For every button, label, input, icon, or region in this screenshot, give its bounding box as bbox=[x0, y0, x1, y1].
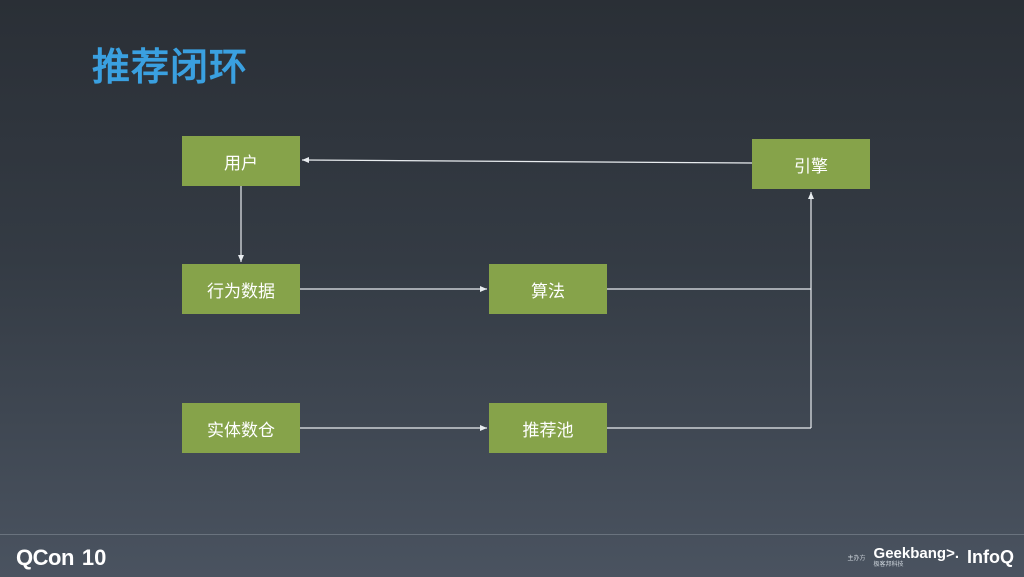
node-entity-warehouse: 实体数仓 bbox=[182, 403, 300, 453]
node-behavior-data: 行为数据 bbox=[182, 264, 300, 314]
edge-engine-to-user bbox=[301, 157, 753, 164]
node-algorithm: 算法 bbox=[489, 264, 607, 314]
footer-divider bbox=[0, 534, 1024, 535]
node-engine: 引擎 bbox=[752, 139, 870, 189]
qcon-logo: QCon 10 bbox=[16, 545, 106, 571]
host-label: 主办方 bbox=[847, 554, 866, 562]
geekbang-logo: Geekbang>. 极客邦科技 bbox=[874, 546, 959, 568]
infoq-logo: InfoQ bbox=[967, 546, 1014, 567]
qcon-wordmark: QCon bbox=[16, 545, 74, 570]
node-user: 用户 bbox=[182, 136, 300, 186]
slide-title: 推荐闭环 bbox=[92, 45, 249, 89]
geekbang-subtitle: 极客邦科技 bbox=[873, 561, 904, 568]
sponsor-logos: 主办方 Geekbang>. 极客邦科技 InfoQ bbox=[848, 546, 1014, 568]
qcon-edition-number: 10 bbox=[81, 545, 107, 570]
qcon-edition-mark: 10 bbox=[82, 545, 106, 571]
geekbang-wordmark: Geekbang>. bbox=[873, 545, 959, 562]
node-recommend-pool: 推荐池 bbox=[489, 403, 607, 453]
